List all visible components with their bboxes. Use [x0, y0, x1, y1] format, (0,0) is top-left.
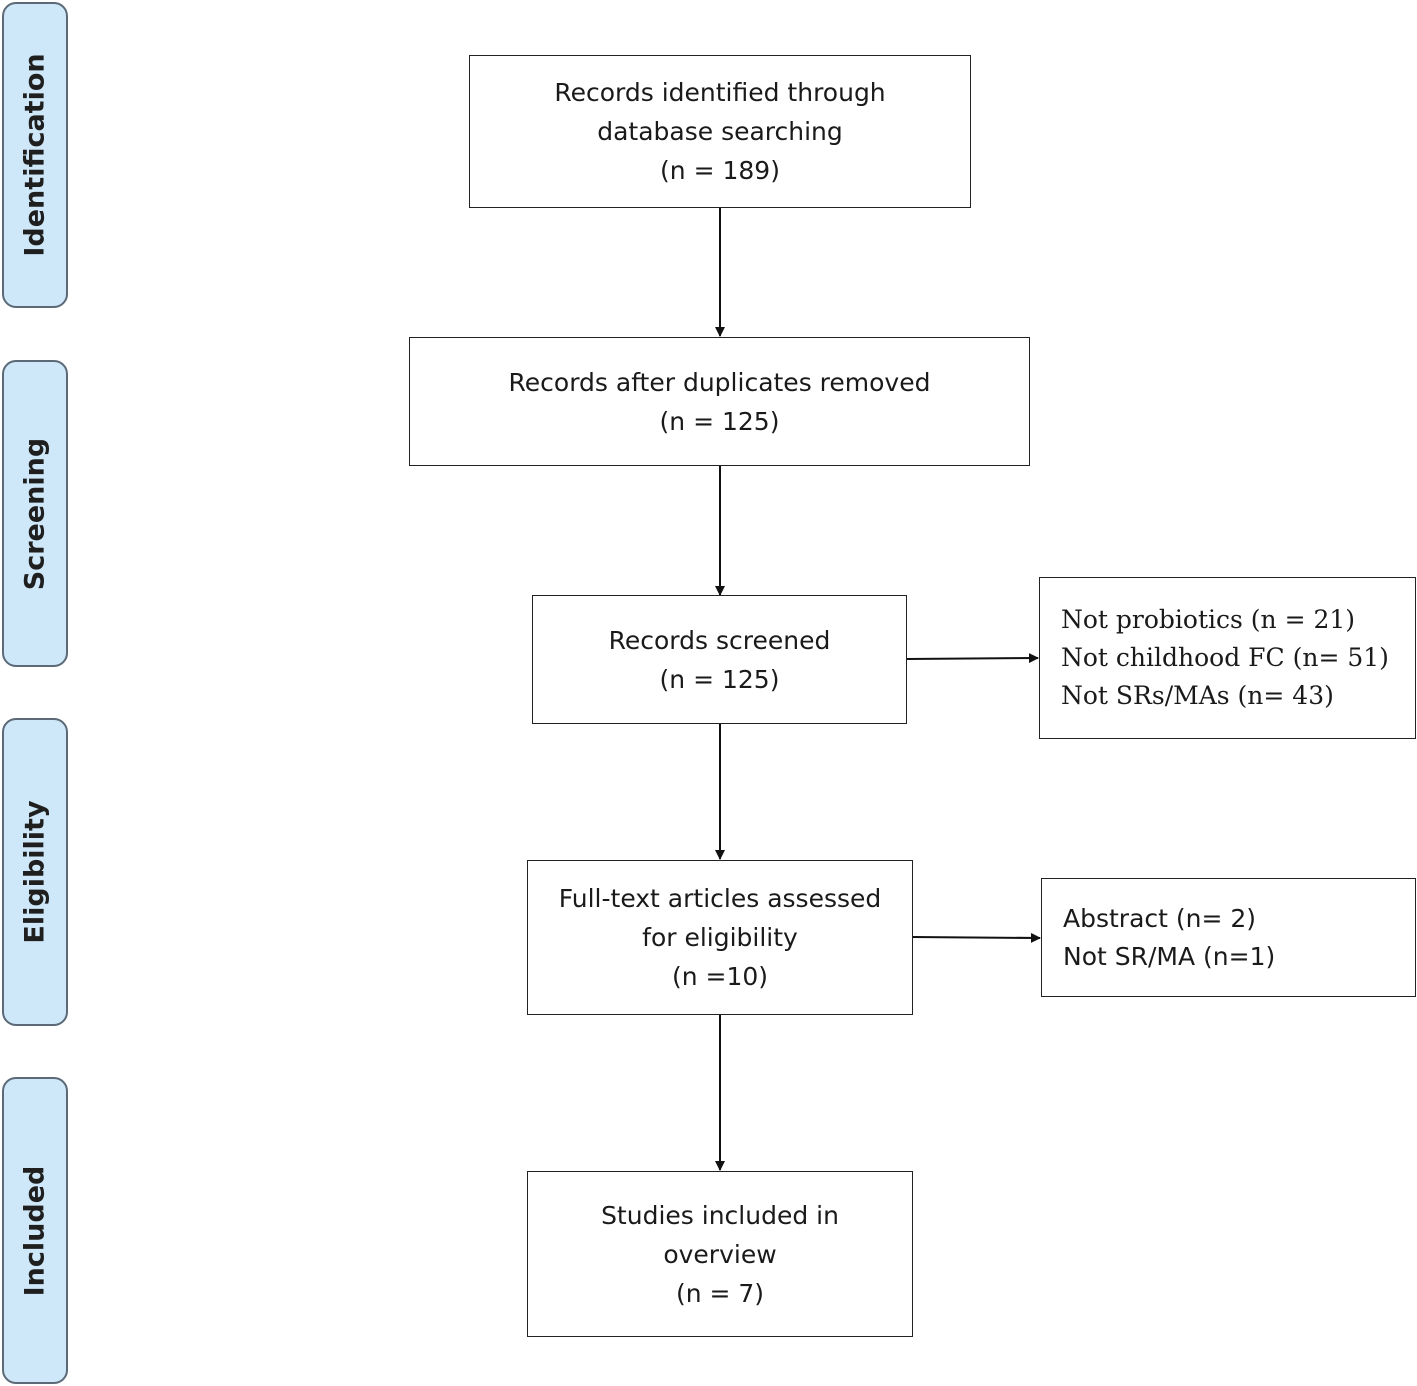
box-records-identified-line-3: (n = 189)	[660, 156, 780, 185]
box-fulltext-assessed-line-2: for eligibility	[642, 923, 798, 952]
box-records-screened-line-1: Records screened	[608, 625, 831, 655]
box-fulltext-assessed-line-3: (n =10)	[671, 962, 769, 991]
exclusion-not-probiotics: Not probiotics (n = 21)	[1061, 605, 1356, 634]
exclusion-not-srs-mas: Not SRs/MAs (n= 43)	[1061, 681, 1334, 710]
box-studies-included-line-2: overview	[663, 1239, 777, 1269]
box-studies-included: Studies included in overview (n = 7)	[527, 1171, 913, 1337]
phase-included: Included	[2, 1077, 68, 1384]
box-records-identified-line-2: database searching	[597, 117, 843, 146]
box-fulltext-assessed: Full-text articles assessed for eligibil…	[527, 860, 913, 1015]
box-records-identified: Records identified through database sear…	[469, 55, 971, 208]
box-eligibility-exclusions: Abstract (n= 2) Not SR/MA (n=1)	[1041, 878, 1416, 997]
box-records-deduplicated-line-1: Records after duplicates removed	[508, 367, 931, 397]
box-screening-exclusions: Not probiotics (n = 21) Not childhood FC…	[1039, 577, 1416, 739]
phase-eligibility: Eligibility	[2, 718, 68, 1026]
box-studies-included-line-1: Studies included in	[601, 1200, 839, 1230]
phase-screening: Screening	[2, 360, 68, 667]
box-records-deduplicated: Records after duplicates removed (n = 12…	[409, 337, 1030, 466]
box-records-identified-line-1: Records identified through	[554, 78, 886, 107]
arrow-screened-to-exclusions	[906, 653, 1039, 664]
box-records-screened: Records screened (n = 125)	[532, 595, 907, 724]
box-records-deduplicated-line-2: (n = 125)	[659, 406, 780, 436]
exclusion-not-sr-ma: Not SR/MA (n=1)	[1063, 941, 1276, 971]
phase-identification: Identification	[2, 2, 68, 308]
box-fulltext-assessed-line-1: Full-text articles assessed	[558, 884, 882, 913]
arrow-fulltext-to-exclusions	[911, 932, 1041, 943]
box-studies-included-line-3: (n = 7)	[675, 1278, 765, 1308]
box-records-screened-line-2: (n = 125)	[659, 664, 780, 694]
exclusion-not-childhood-fc: Not childhood FC (n= 51)	[1061, 643, 1389, 672]
exclusion-abstract: Abstract (n= 2)	[1063, 903, 1257, 933]
